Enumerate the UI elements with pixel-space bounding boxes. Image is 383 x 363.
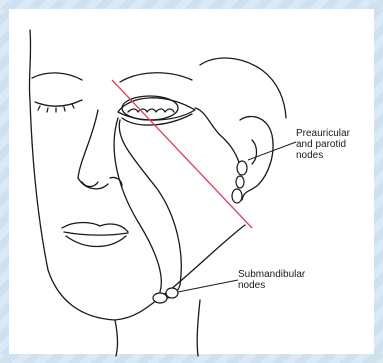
submandibular-label: Submandibular nodes — [238, 269, 305, 291]
face-contour — [30, 100, 115, 320]
left-eye-closed — [35, 100, 82, 106]
nose — [78, 110, 108, 189]
right-eyebrow — [120, 73, 192, 82]
preauricular-node-2 — [236, 176, 244, 188]
lower-lip — [66, 236, 126, 247]
lymph-vessel-lower — [119, 120, 181, 298]
submandibular-leader — [178, 280, 238, 292]
preauricular-node-1 — [237, 161, 247, 175]
red-dividing-line — [112, 80, 252, 228]
left-eyebrow — [32, 73, 82, 80]
submandibular-node-1 — [153, 293, 167, 303]
hairline — [200, 58, 286, 118]
submandibular-node-2 — [166, 288, 178, 298]
ear — [240, 116, 273, 200]
forehead-outline — [29, 30, 30, 100]
upper-lip — [62, 223, 128, 233]
lymph-vessel-upper — [195, 108, 240, 165]
preauricular-label: Preauricular and parotid nodes — [296, 128, 350, 161]
neck-line — [115, 320, 117, 356]
preauricular-node-3 — [232, 189, 242, 203]
